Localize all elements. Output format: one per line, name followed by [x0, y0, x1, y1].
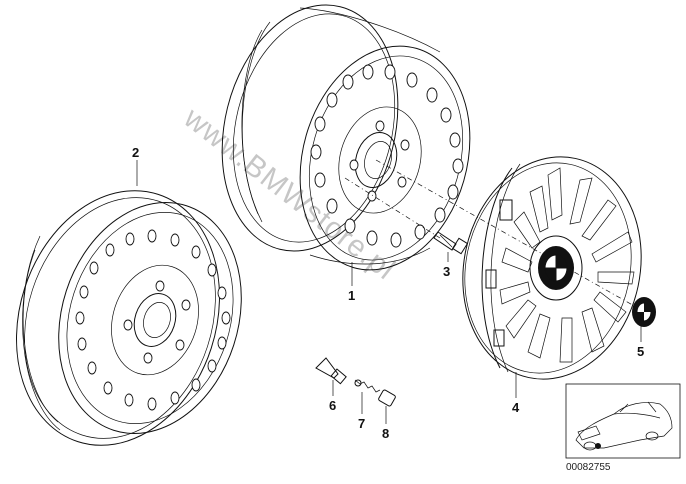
- lug-holes: [123, 280, 191, 364]
- tire-valve: [315, 357, 347, 385]
- valve-cap: [378, 389, 396, 407]
- diagram-part-number: 00082755: [566, 462, 611, 473]
- callout-4: 4: [512, 400, 520, 415]
- hub-cap-emblem: [632, 297, 656, 327]
- callout-7: 7: [358, 416, 365, 431]
- callout-1: 1: [348, 288, 355, 303]
- callout-3: 3: [443, 264, 450, 279]
- watermark: www.BMWstore.pl: [177, 101, 402, 287]
- wheel-hub-cap: [462, 156, 642, 380]
- steel-wheel-front-view: [16, 190, 242, 446]
- lug-holes: [349, 120, 410, 202]
- hub-cap-slots: [499, 167, 635, 363]
- callout-2: 2: [132, 145, 139, 160]
- wheel-bolt: [344, 177, 469, 255]
- ventilation-holes: [310, 64, 464, 248]
- callout-5: 5: [637, 344, 644, 359]
- leader-lines: [136, 160, 642, 424]
- callout-8: 8: [382, 426, 389, 441]
- assembly-axis-line: [375, 159, 646, 313]
- ventilation-holes: [75, 229, 231, 411]
- steel-wheel-perspective-view: [221, 4, 471, 271]
- callout-6: 6: [329, 398, 336, 413]
- vehicle-thumbnail: [565, 383, 681, 459]
- valve-core: [354, 379, 381, 393]
